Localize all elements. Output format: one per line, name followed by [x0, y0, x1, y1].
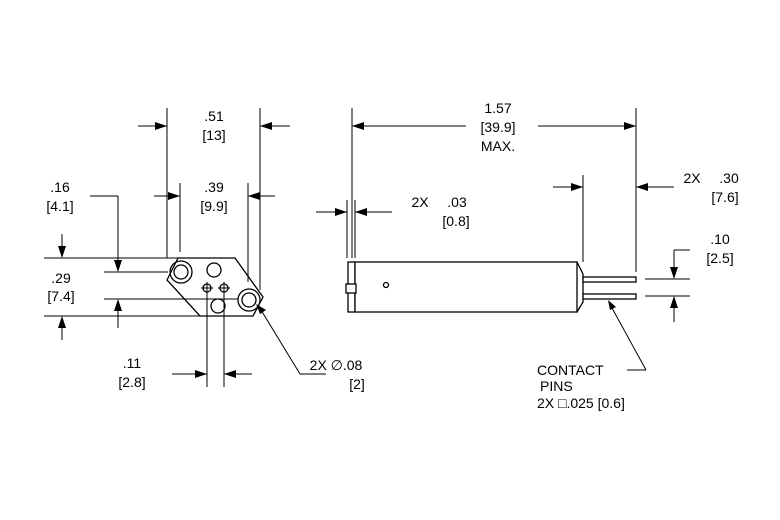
- contact-pin-bottom: [582, 293, 637, 300]
- dim-center-offset-inch: .11: [123, 355, 142, 371]
- lower-center-circle: [210, 298, 226, 314]
- side-view-body: [354, 261, 578, 313]
- side-view-end-cap: [576, 261, 584, 313]
- left-mounting-hole-inner: [173, 264, 189, 280]
- side-view-key: [345, 283, 357, 294]
- dim-height-mm: [7.4]: [47, 288, 74, 304]
- dim-width-inner-mm: [9.9]: [200, 198, 227, 214]
- upper-center-circle: [206, 262, 222, 278]
- dim-flange-inch: .03: [447, 194, 467, 210]
- dim-flange-prefix: 2X: [411, 194, 429, 210]
- dim-hole-offset-inch: .16: [50, 179, 70, 195]
- right-mounting-hole: [237, 288, 261, 312]
- dim-pin-length-mm: [7.6]: [711, 189, 738, 205]
- dim-pin-length-prefix: 2X: [683, 170, 701, 186]
- dim-hole-diameter-label: 2X ∅.08: [310, 357, 363, 373]
- dim-pin-length-inch: .30: [719, 170, 739, 186]
- side-view: 1.57 [39.9] MAX. 2X .03 [0.8] 2X .30 [7.…: [316, 100, 739, 411]
- left-mounting-hole: [169, 260, 193, 284]
- side-view-dot: [382, 281, 390, 289]
- end-view: .51 [13] .39 [9.9] .16 [4.1] .29 [7.4]: [44, 108, 365, 392]
- dim-width-overall-inch: .51: [204, 108, 224, 124]
- callout-line-3: 2X □.025 [0.6]: [537, 395, 625, 411]
- right-mounting-hole-inner: [241, 292, 257, 308]
- dim-pin-spacing-mm: [2.5]: [706, 250, 733, 266]
- dim-center-offset-mm: [2.8]: [118, 374, 145, 390]
- contact-pin-top: [582, 276, 637, 283]
- dim-length-inch: 1.57: [484, 100, 511, 116]
- dim-width-inner-inch: .39: [204, 179, 224, 195]
- dim-height-inch: .29: [51, 270, 71, 286]
- dim-flange-mm: [0.8]: [442, 213, 469, 229]
- dim-hole-diameter-mm: [2]: [349, 376, 365, 392]
- dim-length-mm: [39.9]: [480, 119, 515, 135]
- callout-line-1: CONTACT: [537, 362, 604, 378]
- callout-line-2: PINS: [540, 378, 573, 394]
- dim-width-overall-mm: [13]: [202, 127, 225, 143]
- dim-pin-spacing-inch: .10: [710, 231, 730, 247]
- end-view-flange-outline: [166, 257, 264, 317]
- dim-length-note: MAX.: [481, 138, 515, 154]
- dim-hole-offset-mm: [4.1]: [46, 198, 73, 214]
